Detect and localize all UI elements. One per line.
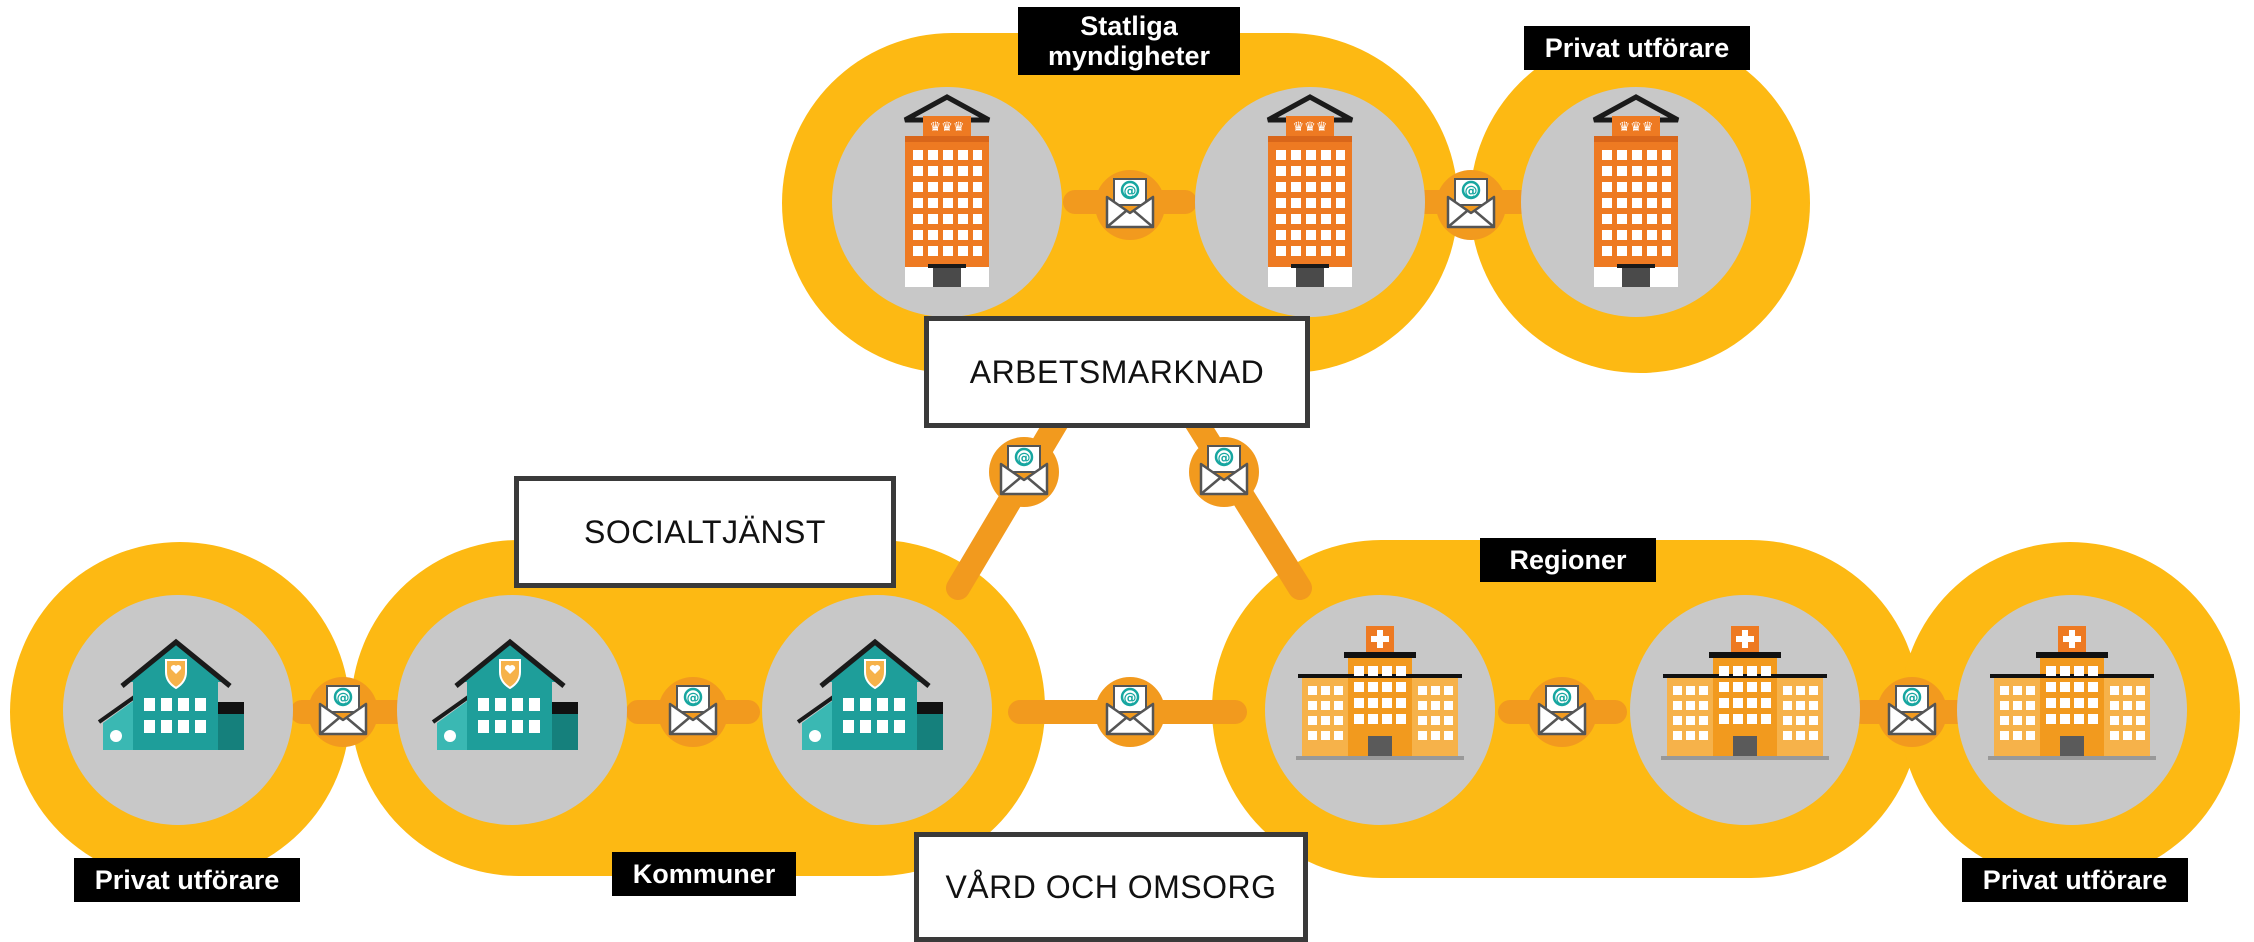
mail-envelope-icon <box>1093 168 1167 242</box>
mail-envelope-icon <box>987 435 1061 509</box>
mail-envelope-icon <box>306 675 380 749</box>
node-privat-left <box>63 595 293 825</box>
label-privat-left: Privat utförare <box>74 858 300 902</box>
mail-envelope-icon <box>1525 675 1599 749</box>
label-statliga-myndigheter: Statliga myndigheter <box>1018 7 1240 75</box>
mail-envelope-icon <box>1875 675 1949 749</box>
mail-envelope-icon <box>1093 675 1167 749</box>
node-kommun-1 <box>397 595 627 825</box>
node-statliga-2 <box>1195 87 1425 317</box>
mail-envelope-icon <box>1187 435 1261 509</box>
label-regioner: Regioner <box>1480 538 1656 582</box>
label-privat-right: Privat utförare <box>1962 858 2188 902</box>
node-privat-right <box>1957 595 2187 825</box>
box-arbetsmarknad: ARBETSMARKNAD <box>924 316 1310 428</box>
label-privat-top: Privat utförare <box>1524 26 1750 70</box>
mail-envelope-icon <box>1434 168 1508 242</box>
node-privat-top <box>1521 87 1751 317</box>
box-socialtjanst: SOCIALTJÄNST <box>514 476 896 588</box>
box-vard-och-omsorg: VÅRD OCH OMSORG <box>914 832 1308 942</box>
label-kommuner: Kommuner <box>612 852 796 896</box>
node-region-2 <box>1630 595 1860 825</box>
node-statliga-1 <box>832 87 1062 317</box>
mail-envelope-icon <box>656 675 730 749</box>
node-kommun-2 <box>762 595 992 825</box>
node-region-1 <box>1265 595 1495 825</box>
